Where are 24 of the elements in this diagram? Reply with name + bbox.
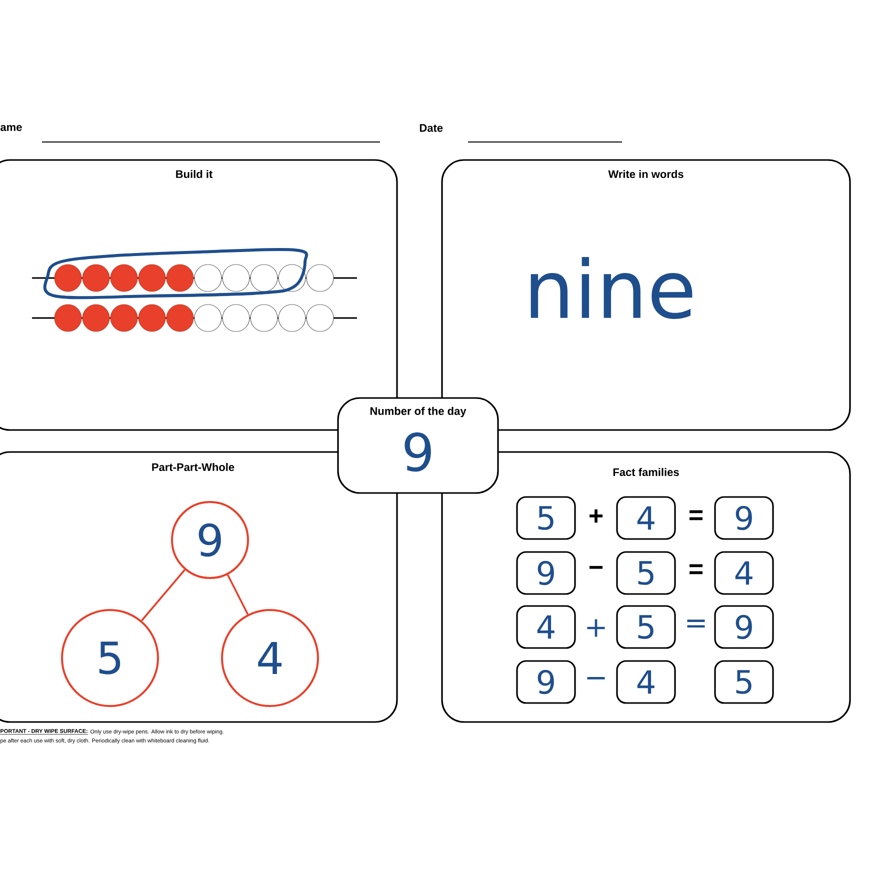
minus-sign: − [587,677,605,680]
plus-sign: + [590,509,603,523]
answer-box: 9 [714,605,774,649]
answer-box: 4 [516,605,576,649]
plus-sign: + [587,619,605,637]
answer-box: 5 [714,660,774,704]
connector-line [141,569,186,622]
answer-box: 9 [516,660,576,704]
equals-sign: = [690,510,703,520]
answer-box: 5 [616,605,676,649]
answer-box: 9 [516,551,576,595]
minus-sign: − [590,566,603,569]
equals-sign: = [687,620,705,628]
answer-box: 4 [616,660,676,704]
answer-box: 4 [714,551,774,595]
connector-line [226,574,249,615]
equals-sign: = [690,564,703,574]
panel: Number of the day 9 [337,397,499,494]
answer-box: 9 [714,496,774,540]
answer-box: 4 [616,496,676,540]
answer-box: 5 [516,496,576,540]
field-label: Date [420,124,443,132]
field-label: ame [0,124,22,132]
answer-box: 5 [616,551,676,595]
